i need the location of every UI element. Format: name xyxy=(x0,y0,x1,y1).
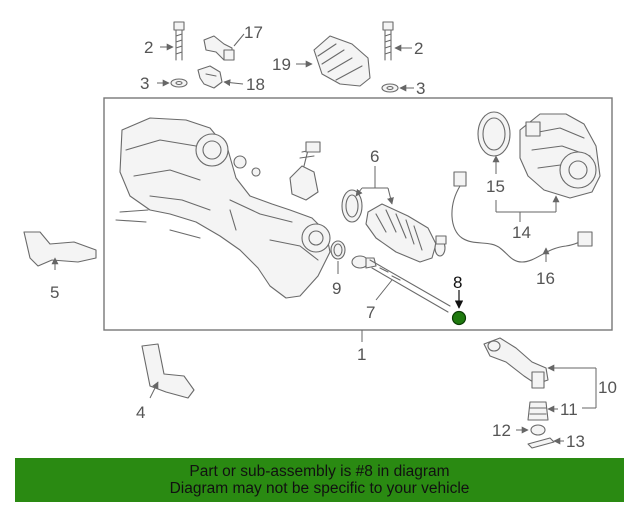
bracket-18-drawing xyxy=(197,65,223,89)
callout-4: 4 xyxy=(136,403,145,422)
boot-11-drawing xyxy=(527,401,549,421)
bracket-4-drawing xyxy=(141,343,195,399)
callout-11: 11 xyxy=(560,400,578,419)
callout-8: 8 xyxy=(453,273,462,292)
steering-gear-drawing xyxy=(115,117,331,299)
callout-5: 5 xyxy=(50,283,59,302)
callout-1: 1 xyxy=(357,345,366,364)
banner-line-2: Diagram may not be specific to your vehi… xyxy=(169,480,470,497)
washer-left-drawing xyxy=(170,78,188,88)
callout-17: 17 xyxy=(244,23,263,42)
cotter-pin-13-drawing xyxy=(527,437,555,449)
oring-9-drawing xyxy=(330,240,346,260)
info-banner: Part or sub-assembly is #8 in diagram Di… xyxy=(15,458,624,502)
clip-17-drawing xyxy=(203,35,235,61)
callout-2-left: 2 xyxy=(144,38,153,57)
boot-6-drawing xyxy=(341,189,446,263)
callout-6: 6 xyxy=(370,147,379,166)
callout-13: 13 xyxy=(566,432,585,451)
boot-19-drawing xyxy=(313,35,371,87)
callout-12: 12 xyxy=(492,421,511,440)
callout-2-right: 2 xyxy=(414,39,423,58)
callout-19: 19 xyxy=(272,55,291,74)
assembly-frame xyxy=(103,97,613,331)
callout-7: 7 xyxy=(366,303,375,322)
banner-line-1: Part or sub-assembly is #8 in diagram xyxy=(189,463,450,480)
callout-14: 14 xyxy=(512,223,531,242)
callout-18: 18 xyxy=(246,75,265,94)
bolt-right-drawing xyxy=(382,21,394,61)
harness-16-drawing xyxy=(435,171,593,263)
nut-12-drawing xyxy=(530,424,546,436)
parts-diagram: 2 3 17 18 19 2 3 xyxy=(23,21,617,451)
callout-3-left: 3 xyxy=(140,74,149,93)
callout-3-right: 3 xyxy=(416,79,425,98)
tie-rod-7-drawing xyxy=(351,255,451,313)
washer-right-drawing xyxy=(381,83,399,93)
tie-rod-end-10-drawing xyxy=(483,337,549,389)
callout-9: 9 xyxy=(332,279,341,298)
locknut-8-highlighted[interactable] xyxy=(451,310,467,326)
callout-16: 16 xyxy=(536,269,555,288)
callout-15: 15 xyxy=(486,177,505,196)
bracket-5-drawing xyxy=(23,231,97,267)
callout-10: 10 xyxy=(598,378,617,397)
motor-14-drawing xyxy=(477,111,601,199)
bolt-left-drawing xyxy=(173,21,185,61)
